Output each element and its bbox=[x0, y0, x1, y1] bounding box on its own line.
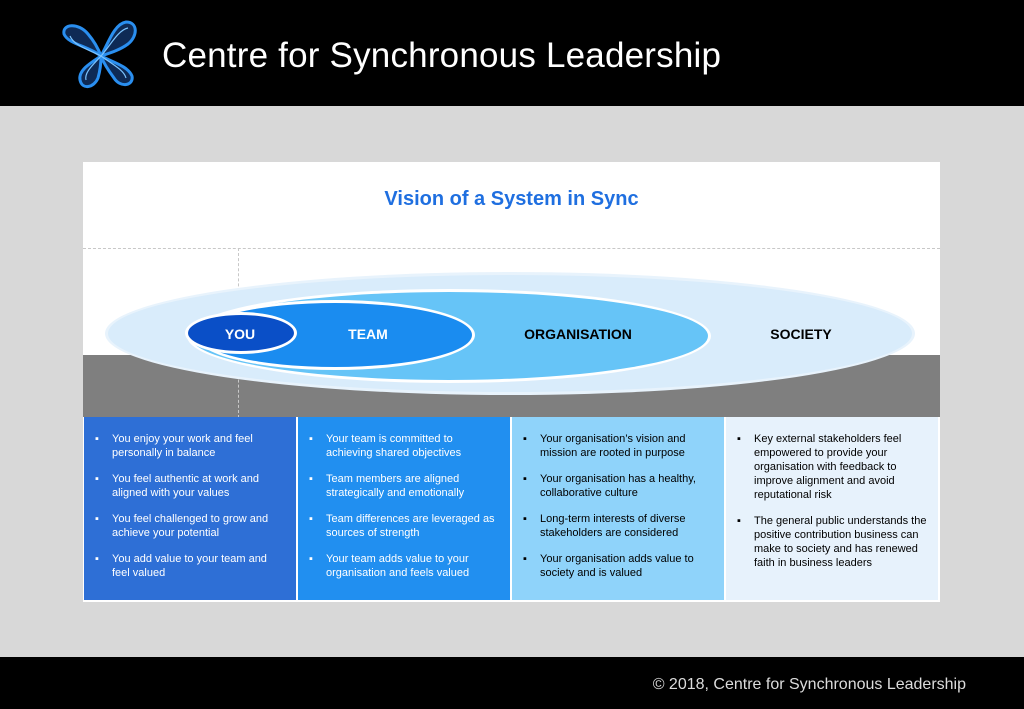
list-item: Long-term interests of diverse stakehold… bbox=[522, 512, 714, 540]
society-column: Key external stakeholders feel empowered… bbox=[726, 417, 938, 600]
team-column: Your team is committed to achieving shar… bbox=[298, 417, 510, 600]
you-ellipse bbox=[185, 312, 297, 354]
site-title: Centre for Synchronous Leadership bbox=[162, 36, 722, 75]
diagram-title: Vision of a System in Sync bbox=[384, 188, 639, 210]
organisation-column: Your organisation’s vision and mission a… bbox=[512, 417, 724, 600]
list-item: You add value to your team and feel valu… bbox=[94, 552, 286, 580]
butterfly-logo-icon bbox=[62, 20, 137, 88]
divider-line bbox=[83, 248, 940, 249]
organisation-label: ORGANISATION bbox=[524, 326, 632, 342]
list-item: Your team is committed to achieving shar… bbox=[308, 432, 500, 460]
society-label: SOCIETY bbox=[770, 326, 832, 342]
header-bar: Centre for Synchronous Leadership bbox=[0, 0, 1024, 106]
list-item: Key external stakeholders feel empowered… bbox=[736, 432, 928, 502]
you-label: YOU bbox=[224, 326, 256, 342]
list-item: You feel challenged to grow and achieve … bbox=[94, 512, 286, 540]
team-label: TEAM bbox=[348, 326, 388, 342]
diagram-card: Vision of a System in Sync YOU TEAM ORGA… bbox=[83, 162, 940, 602]
list-item: Team members are aligned strategically a… bbox=[308, 472, 500, 500]
list-item: Your organisation adds value to society … bbox=[522, 552, 714, 580]
list-item: Team differences are leveraged as source… bbox=[308, 512, 500, 540]
list-item: Your team adds value to your organisatio… bbox=[308, 552, 500, 580]
you-column: You enjoy your work and feel personally … bbox=[84, 417, 296, 600]
list-item: Your organisation has a healthy, collabo… bbox=[522, 472, 714, 500]
footer-bar: © 2018, Centre for Synchronous Leadershi… bbox=[0, 657, 1024, 709]
list-item: You enjoy your work and feel personally … bbox=[94, 432, 286, 460]
copyright-text: © 2018, Centre for Synchronous Leadershi… bbox=[652, 676, 966, 693]
list-item: You feel authentic at work and aligned w… bbox=[94, 472, 286, 500]
list-item: Your organisation’s vision and mission a… bbox=[522, 432, 714, 460]
list-item: The general public understands the posit… bbox=[736, 514, 928, 570]
